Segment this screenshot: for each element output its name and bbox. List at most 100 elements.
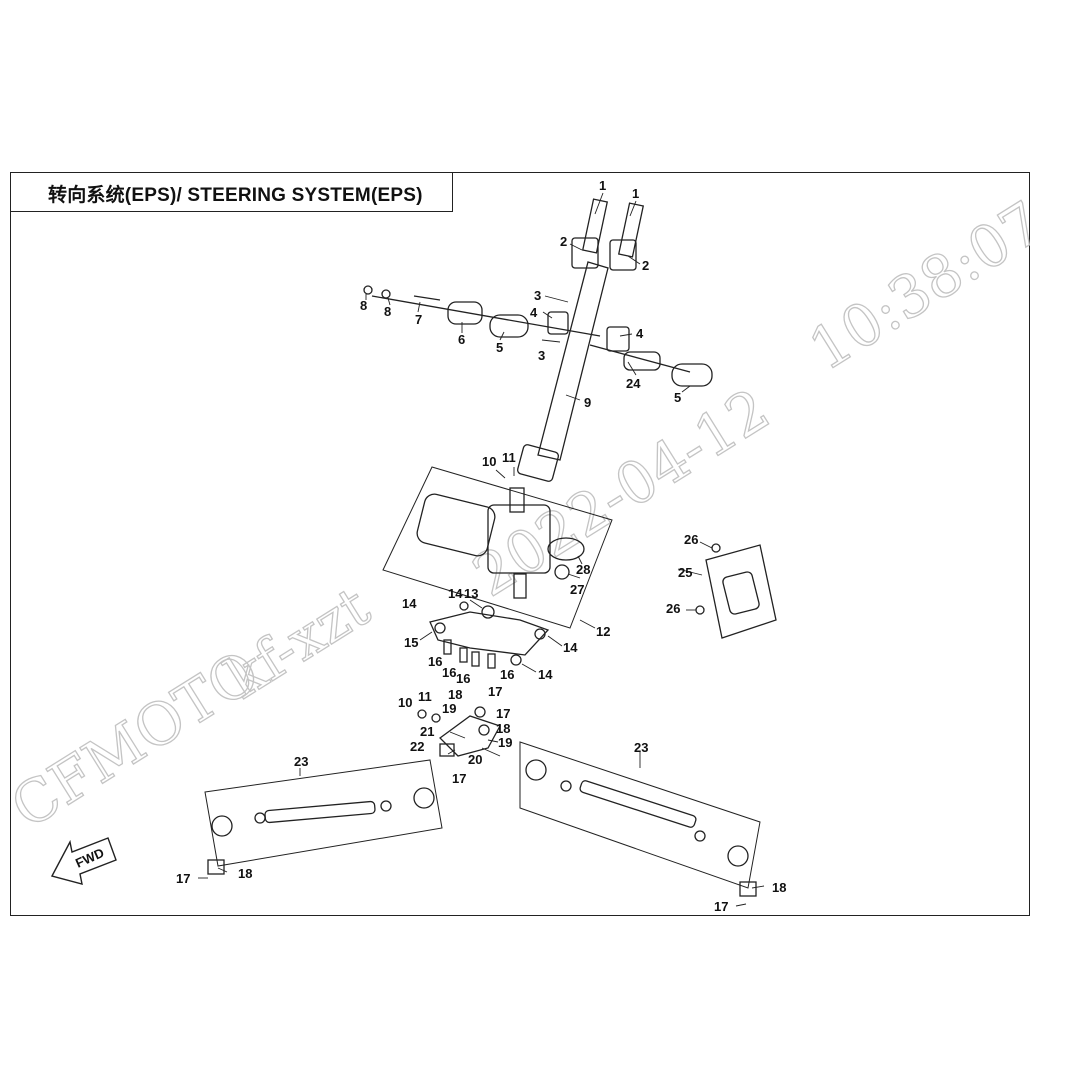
- steering-column-group: [363, 198, 713, 482]
- callout-5b: 5: [674, 390, 681, 405]
- callout-20: 20: [468, 752, 482, 767]
- callout-13: 13: [464, 586, 478, 601]
- callout-2b: 2: [642, 258, 649, 273]
- mount-bracket-group: [429, 601, 550, 669]
- callout-18d: 18: [772, 880, 786, 895]
- callout-23b: 23: [634, 740, 648, 755]
- stud-16a: [443, 639, 452, 655]
- callout-17c: 17: [452, 771, 466, 786]
- cross-rod-right: [589, 344, 691, 373]
- tie-rod-left-nut-a: [254, 812, 266, 824]
- callout-5a: 5: [496, 340, 503, 355]
- watermark-time: 10:38:07: [797, 188, 1054, 384]
- tie-rod-left-end-outer: [211, 815, 233, 837]
- bushing-4-left: [547, 311, 569, 335]
- universal-joint: [516, 444, 560, 482]
- eps-unit-group: [382, 466, 613, 629]
- pitman-arm-group: [417, 706, 501, 757]
- callout-26a: 26: [684, 532, 698, 547]
- callout-27: 27: [570, 582, 584, 597]
- callout-17b: 17: [496, 706, 510, 721]
- callout-3a: 3: [534, 288, 541, 303]
- callout-24: 24: [626, 376, 641, 391]
- drawing-frame: [10, 172, 1030, 916]
- callout-4a: 4: [530, 305, 538, 320]
- callout-21: 21: [420, 724, 434, 739]
- tie-rod-right-outline: [519, 741, 761, 889]
- callout-26b: 26: [666, 601, 680, 616]
- controller-label-plate: [722, 571, 760, 615]
- eps-gearbox: [487, 504, 551, 574]
- callout-11b: 11: [418, 689, 432, 704]
- tie-rod-left-group: [204, 759, 443, 875]
- bolt-14a: [459, 601, 469, 611]
- title-block: [10, 172, 453, 212]
- bolt-10b: [417, 709, 427, 719]
- callout-3b: 3: [538, 348, 545, 363]
- nut-18c: [207, 859, 225, 875]
- eps-output-shaft: [513, 573, 527, 599]
- callout-6: 6: [458, 332, 465, 347]
- nut-18d: [739, 881, 757, 897]
- washer-11b: [431, 713, 441, 723]
- tie-rod-left-shaft: [264, 800, 376, 824]
- callout-18c: 18: [238, 866, 252, 881]
- callout-8b: 8: [384, 304, 391, 319]
- clamp-24: [623, 351, 661, 371]
- callout-9: 9: [584, 395, 591, 410]
- tie-rod-right-nut-a: [560, 780, 572, 792]
- callout-4b: 4: [636, 326, 644, 341]
- callout-22: 22: [410, 739, 424, 754]
- callout-19b: 19: [498, 735, 512, 750]
- callout-10b: 10: [398, 695, 412, 710]
- upper-bolt-right: [617, 202, 645, 258]
- clamp-5-left: [489, 314, 529, 338]
- pitman-arm-20: [439, 715, 501, 757]
- bolt-14c: [534, 628, 546, 640]
- tie-rod-left-end-inner: [413, 787, 435, 809]
- screw-26a: [711, 543, 721, 553]
- callout-1b: 1: [632, 186, 639, 201]
- leader-lines: [198, 192, 765, 907]
- stud-16b: [459, 647, 468, 663]
- eps-assembly-outline: [382, 466, 613, 629]
- callout-7: 7: [415, 312, 422, 327]
- watermark-user: kf-xzt: [215, 574, 381, 712]
- callout-18a: 18: [448, 687, 462, 702]
- tie-rod-right-nut-b: [694, 830, 706, 842]
- tie-rod-left-outline: [204, 759, 443, 867]
- bolt-14d: [510, 654, 522, 666]
- callout-2a: 2: [560, 234, 567, 249]
- eps-input-shaft: [509, 487, 525, 513]
- callout-1a: 1: [599, 178, 606, 193]
- cross-rod-left: [371, 295, 601, 337]
- clamp-6: [447, 301, 483, 325]
- callout-17d: 17: [176, 871, 190, 886]
- tie-rod-right-end-outer: [727, 845, 749, 867]
- stud-16d: [487, 653, 496, 669]
- callout-10a: 10: [482, 454, 496, 469]
- fwd-arrow-icon: [50, 837, 117, 885]
- callout-17e: 17: [714, 899, 728, 914]
- tie-rod-right-group: [519, 741, 761, 897]
- callout-16d: 16: [500, 667, 514, 682]
- callout-23a: 23: [294, 754, 308, 769]
- callout-19a: 19: [442, 701, 456, 716]
- callouts: 1 1 2 2 3 3 4 4 5 5 6 7 8 8 9 10 11 10 1…: [176, 178, 786, 914]
- steering-shaft: [537, 261, 609, 461]
- pin-7: [413, 295, 441, 301]
- callout-11a: 11: [502, 450, 516, 465]
- watermark-date: 2022-04-12: [461, 375, 781, 610]
- eps-controller-group: [695, 543, 777, 639]
- nut-18a: [474, 706, 486, 718]
- tie-rod-left-nut-b: [380, 800, 392, 812]
- callout-16c: 16: [456, 671, 470, 686]
- tie-rod-right-end-inner: [525, 759, 547, 781]
- callout-15: 15: [404, 635, 418, 650]
- callout-14b: 14: [402, 596, 417, 611]
- callout-16b: 16: [442, 665, 456, 680]
- eps-motor: [416, 493, 496, 557]
- callout-14a: 14: [448, 586, 463, 601]
- callout-14c: 14: [563, 640, 578, 655]
